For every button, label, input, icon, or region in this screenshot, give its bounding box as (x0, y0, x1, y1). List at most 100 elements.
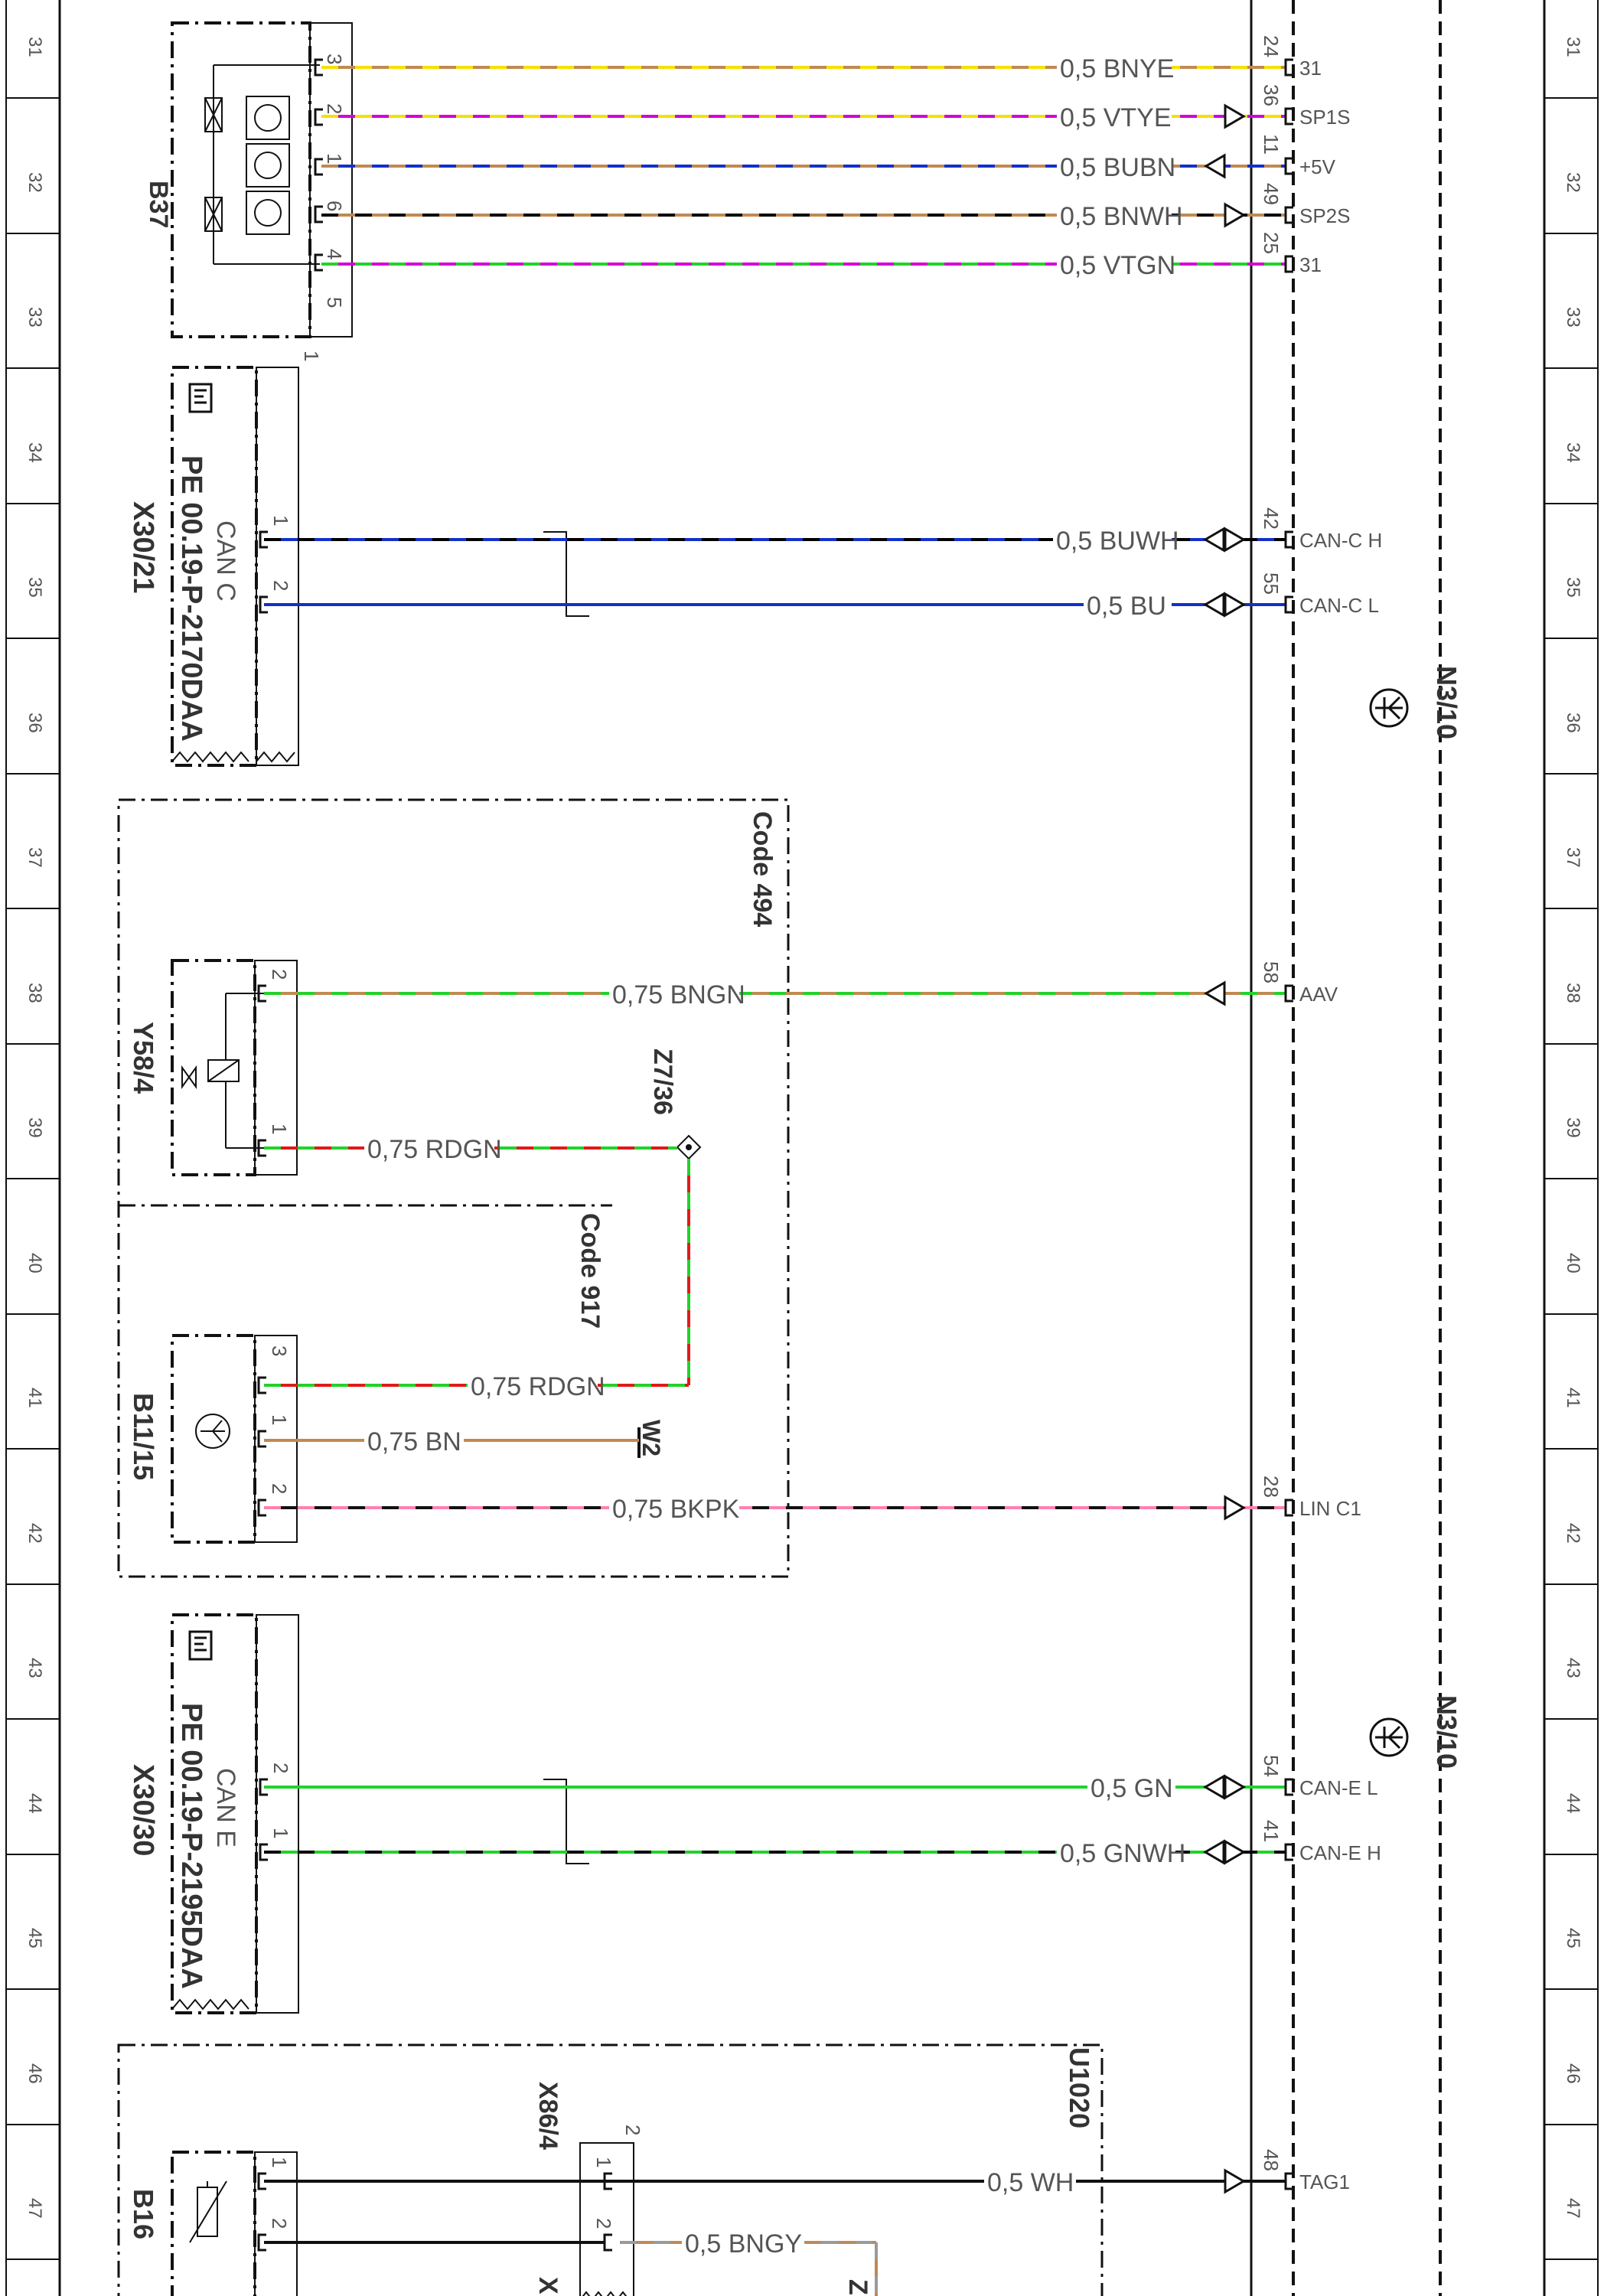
x86-4-label: X86/4 (533, 2082, 562, 2150)
w2-label: W2 (637, 1420, 665, 1456)
wire-label: 0,5 BNYE (1060, 54, 1174, 83)
pin-terminal (314, 205, 323, 223)
ruler-label-left: 44 (24, 1793, 45, 1814)
connector-pin: 2 (592, 2218, 615, 2229)
connector-pin: 2 (269, 1763, 292, 1773)
pin-number: 48 (1260, 2149, 1283, 2171)
pin-terminal (257, 1139, 266, 1157)
signal-name: CAN-C L (1299, 594, 1379, 617)
pin-terminal (257, 2233, 266, 2252)
wires-layer (264, 66, 1286, 2296)
ruler-label-left: 46 (24, 2063, 45, 2084)
connector-pin: 1 (323, 153, 346, 164)
wire-label: 0,5 BNGY (685, 2229, 802, 2258)
ruler-label-right: 33 (1563, 307, 1583, 328)
signal-arrow (1224, 527, 1246, 553)
code494-label: Code 494 (748, 811, 777, 927)
signal-name: 31 (1299, 253, 1322, 276)
wire-label: 0,5 BUBN (1060, 153, 1175, 182)
pin-terminal (257, 984, 266, 1003)
pin-number: 55 (1260, 572, 1283, 595)
ruler-label-right: 31 (1563, 37, 1583, 57)
connector-pin: 5 (323, 297, 346, 308)
x30-30-part-label: PE 00.19-P-2195DAA (175, 1703, 207, 1989)
pin-number: 58 (1260, 961, 1283, 983)
pin-terminal (259, 595, 268, 614)
pin-terminal (257, 2172, 266, 2190)
pin-terminal (603, 2172, 612, 2190)
connector-pin: 1 (268, 1124, 291, 1134)
pin-terminal (1284, 595, 1293, 614)
pin-terminal (1284, 1499, 1293, 1517)
z7-36-label: Z7/36 (648, 1049, 677, 1115)
u1020-label: U1020 (1064, 2047, 1095, 2128)
connector-pin: 2 (268, 1483, 291, 1494)
wire-label: 0,5 BUWH (1056, 527, 1179, 556)
signal-arrow (1224, 2168, 1246, 2194)
pin-number: 25 (1260, 232, 1283, 254)
b16-label: B16 (128, 2189, 159, 2239)
signal-name: AAV (1299, 983, 1338, 1006)
pin-terminal (1284, 58, 1293, 77)
ruler-label-right: 47 (1563, 2198, 1583, 2219)
pin-number: 11 (1260, 134, 1283, 155)
pin-number: 28 (1260, 1476, 1283, 1498)
ruler-label-right: 36 (1563, 713, 1583, 733)
ruler-label-right: 35 (1563, 577, 1583, 598)
ruler-label-left: 32 (24, 172, 45, 193)
pin-terminal (1284, 1843, 1293, 1861)
ruler-label-right: 41 (1563, 1388, 1583, 1408)
ruler-label-right: 37 (1563, 847, 1583, 868)
ruler-label-left: 40 (24, 1253, 45, 1274)
signal-arrow (1204, 980, 1226, 1006)
signal-name: LIN C1 (1299, 1497, 1361, 1520)
right-ruler (1543, 0, 1599, 2296)
pin-terminal (1284, 1778, 1293, 1796)
wire-label: 0,5 BU (1087, 592, 1166, 621)
wire-label: 0,5 BNWH (1060, 202, 1183, 231)
connector-pin: 3 (268, 1345, 291, 1356)
signal-name: CAN-E H (1299, 1841, 1381, 1864)
pin-number: 36 (1260, 84, 1283, 106)
x30-30-component (171, 1613, 589, 2014)
u1020-box (117, 2043, 1104, 2296)
ruler-label-left: 47 (24, 2198, 45, 2219)
signal-arrow (1224, 202, 1246, 228)
code494-box (117, 798, 790, 1578)
b11-15-label: B11/15 (128, 1393, 159, 1480)
signal-name: +5V (1299, 155, 1336, 178)
signal-arrow (1203, 1774, 1225, 1800)
ruler-label-left: 39 (24, 1117, 45, 1138)
signal-name: CAN-E L (1299, 1776, 1378, 1799)
pin-terminal (259, 530, 268, 549)
pin-terminal (314, 58, 323, 77)
signal-arrow (1224, 1495, 1246, 1521)
x30-30-bus-label: CAN E (211, 1768, 240, 1848)
pin-terminal (1284, 107, 1293, 126)
connector-pin: 2 (268, 969, 291, 980)
y58-4-component (171, 959, 298, 1176)
ruler-label-right: 43 (1563, 1658, 1583, 1678)
ruler-label-right: 38 (1563, 983, 1583, 1003)
ruler-label-right: 39 (1563, 1117, 1583, 1138)
signal-name: SP1S (1299, 106, 1351, 129)
connector-pin: 1 (268, 1414, 291, 1425)
pin-terminal (1284, 2172, 1293, 2190)
signal-arrow (1224, 1839, 1246, 1865)
x30-30-label: X30/30 (127, 1764, 159, 1856)
wire-label: 0,5 GNWH (1060, 1839, 1185, 1868)
pin-terminal (257, 1376, 266, 1394)
hand-pointer-icon (188, 383, 213, 413)
pin-terminal (603, 2233, 612, 2252)
ruler-label-left: 35 (24, 577, 45, 598)
connector-pin: 2 (269, 580, 292, 591)
pin-number: 24 (1260, 35, 1283, 57)
n3-10-icon (1369, 1717, 1409, 1757)
pin-terminal (1284, 530, 1293, 549)
code917-label: Code 917 (575, 1213, 605, 1329)
n3-10-label: N3/10 (1431, 666, 1462, 739)
connector-pin: 1 (269, 1828, 292, 1838)
signal-arrow (1224, 1774, 1246, 1800)
pin-terminal (314, 108, 323, 126)
